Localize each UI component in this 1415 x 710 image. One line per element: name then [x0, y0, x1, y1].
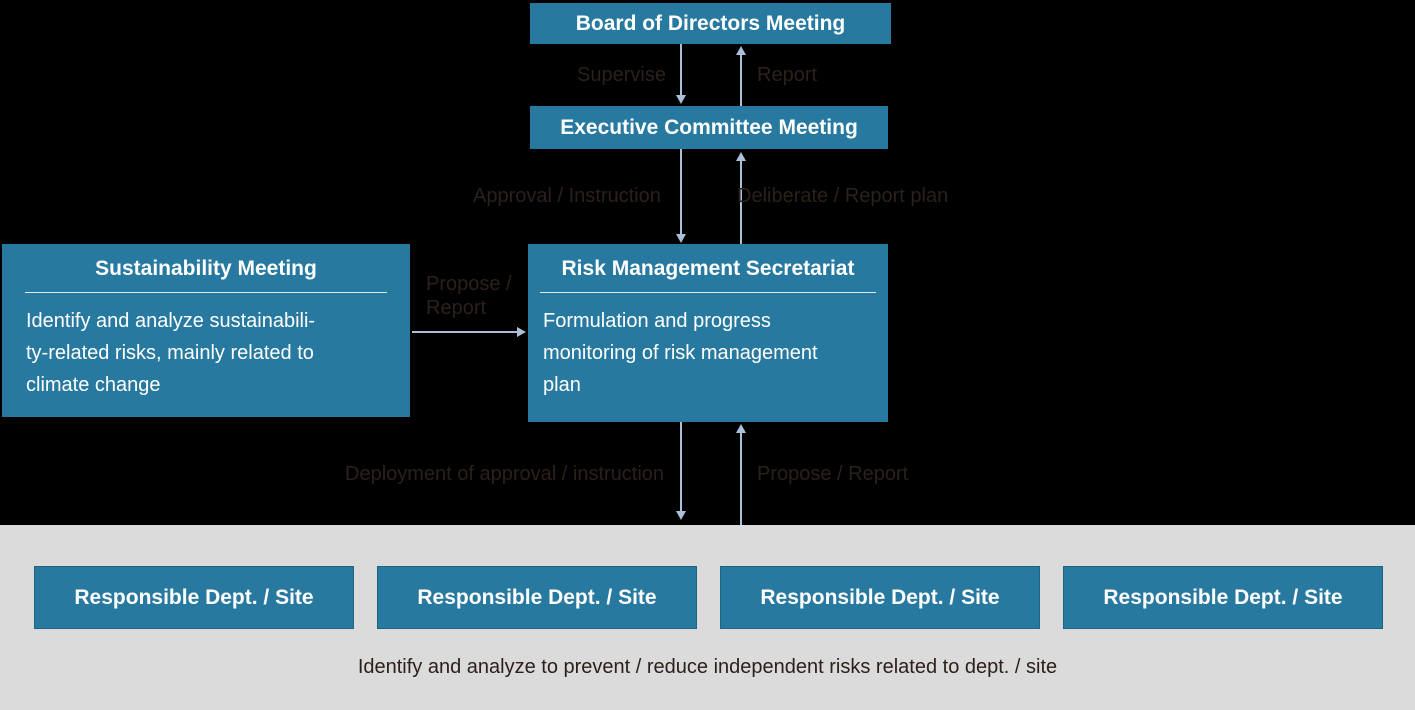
- responsible-dept-box-3: Responsible Dept. / Site: [720, 566, 1040, 629]
- label-deliberate-report-plan: Deliberate / Report plan: [737, 185, 949, 207]
- label-deployment-approval-instruction: Deployment of approval / instruction: [345, 463, 665, 485]
- arrow-down-icon: [680, 422, 682, 512]
- arrow-down-icon: [680, 149, 682, 235]
- arrow-down-icon: [680, 44, 682, 96]
- risk-management-secretariat-title: Risk Management Secretariat: [540, 244, 876, 293]
- sustainability-meeting-box: Sustainability Meeting Identify and anal…: [2, 244, 410, 417]
- label-supervise: Supervise: [577, 64, 666, 86]
- risk-management-secretariat-description: Formulation and progress monitoring of r…: [543, 310, 818, 396]
- label-propose-report-bottom: Propose / Report: [757, 463, 909, 485]
- footer-caption: Identify and analyze to prevent / reduce…: [357, 656, 1058, 678]
- arrow-right-head-icon: [517, 327, 526, 337]
- responsible-dept-label: Responsible Dept. / Site: [74, 585, 314, 609]
- responsible-dept-box-2: Responsible Dept. / Site: [377, 566, 697, 629]
- executive-committee-title: Executive Committee Meeting: [560, 115, 858, 139]
- arrow-up-icon: [740, 161, 742, 244]
- board-of-directors-title: Board of Directors Meeting: [575, 11, 846, 35]
- arrow-up-head-icon: [736, 152, 746, 161]
- arrow-up-icon: [740, 55, 742, 106]
- arrow-up-head-icon: [736, 46, 746, 55]
- arrow-down-head-icon: [676, 95, 686, 104]
- label-approval-instruction: Approval / Instruction: [473, 185, 661, 207]
- arrow-down-head-icon: [676, 511, 686, 520]
- responsible-dept-box-1: Responsible Dept. / Site: [34, 566, 354, 629]
- responsible-dept-label: Responsible Dept. / Site: [760, 585, 1000, 609]
- arrow-up-icon: [740, 433, 742, 525]
- sustainability-meeting-description: Identify and analyze sustainabili- ty-re…: [26, 310, 316, 396]
- arrow-up-head-icon: [736, 424, 746, 433]
- risk-management-secretariat-box: Risk Management Secretariat Formulation …: [528, 244, 888, 422]
- arrow-down-head-icon: [676, 234, 686, 243]
- responsible-dept-label: Responsible Dept. / Site: [417, 585, 657, 609]
- sustainability-meeting-title: Sustainability Meeting: [25, 244, 387, 293]
- label-propose-report-left: Propose / Report: [426, 273, 512, 319]
- responsible-dept-box-4: Responsible Dept. / Site: [1063, 566, 1383, 629]
- label-report: Report: [757, 64, 818, 86]
- arrow-right-icon: [412, 331, 518, 333]
- board-of-directors-box: Board of Directors Meeting: [530, 3, 891, 44]
- executive-committee-box: Executive Committee Meeting: [530, 106, 888, 149]
- responsible-dept-label: Responsible Dept. / Site: [1103, 585, 1343, 609]
